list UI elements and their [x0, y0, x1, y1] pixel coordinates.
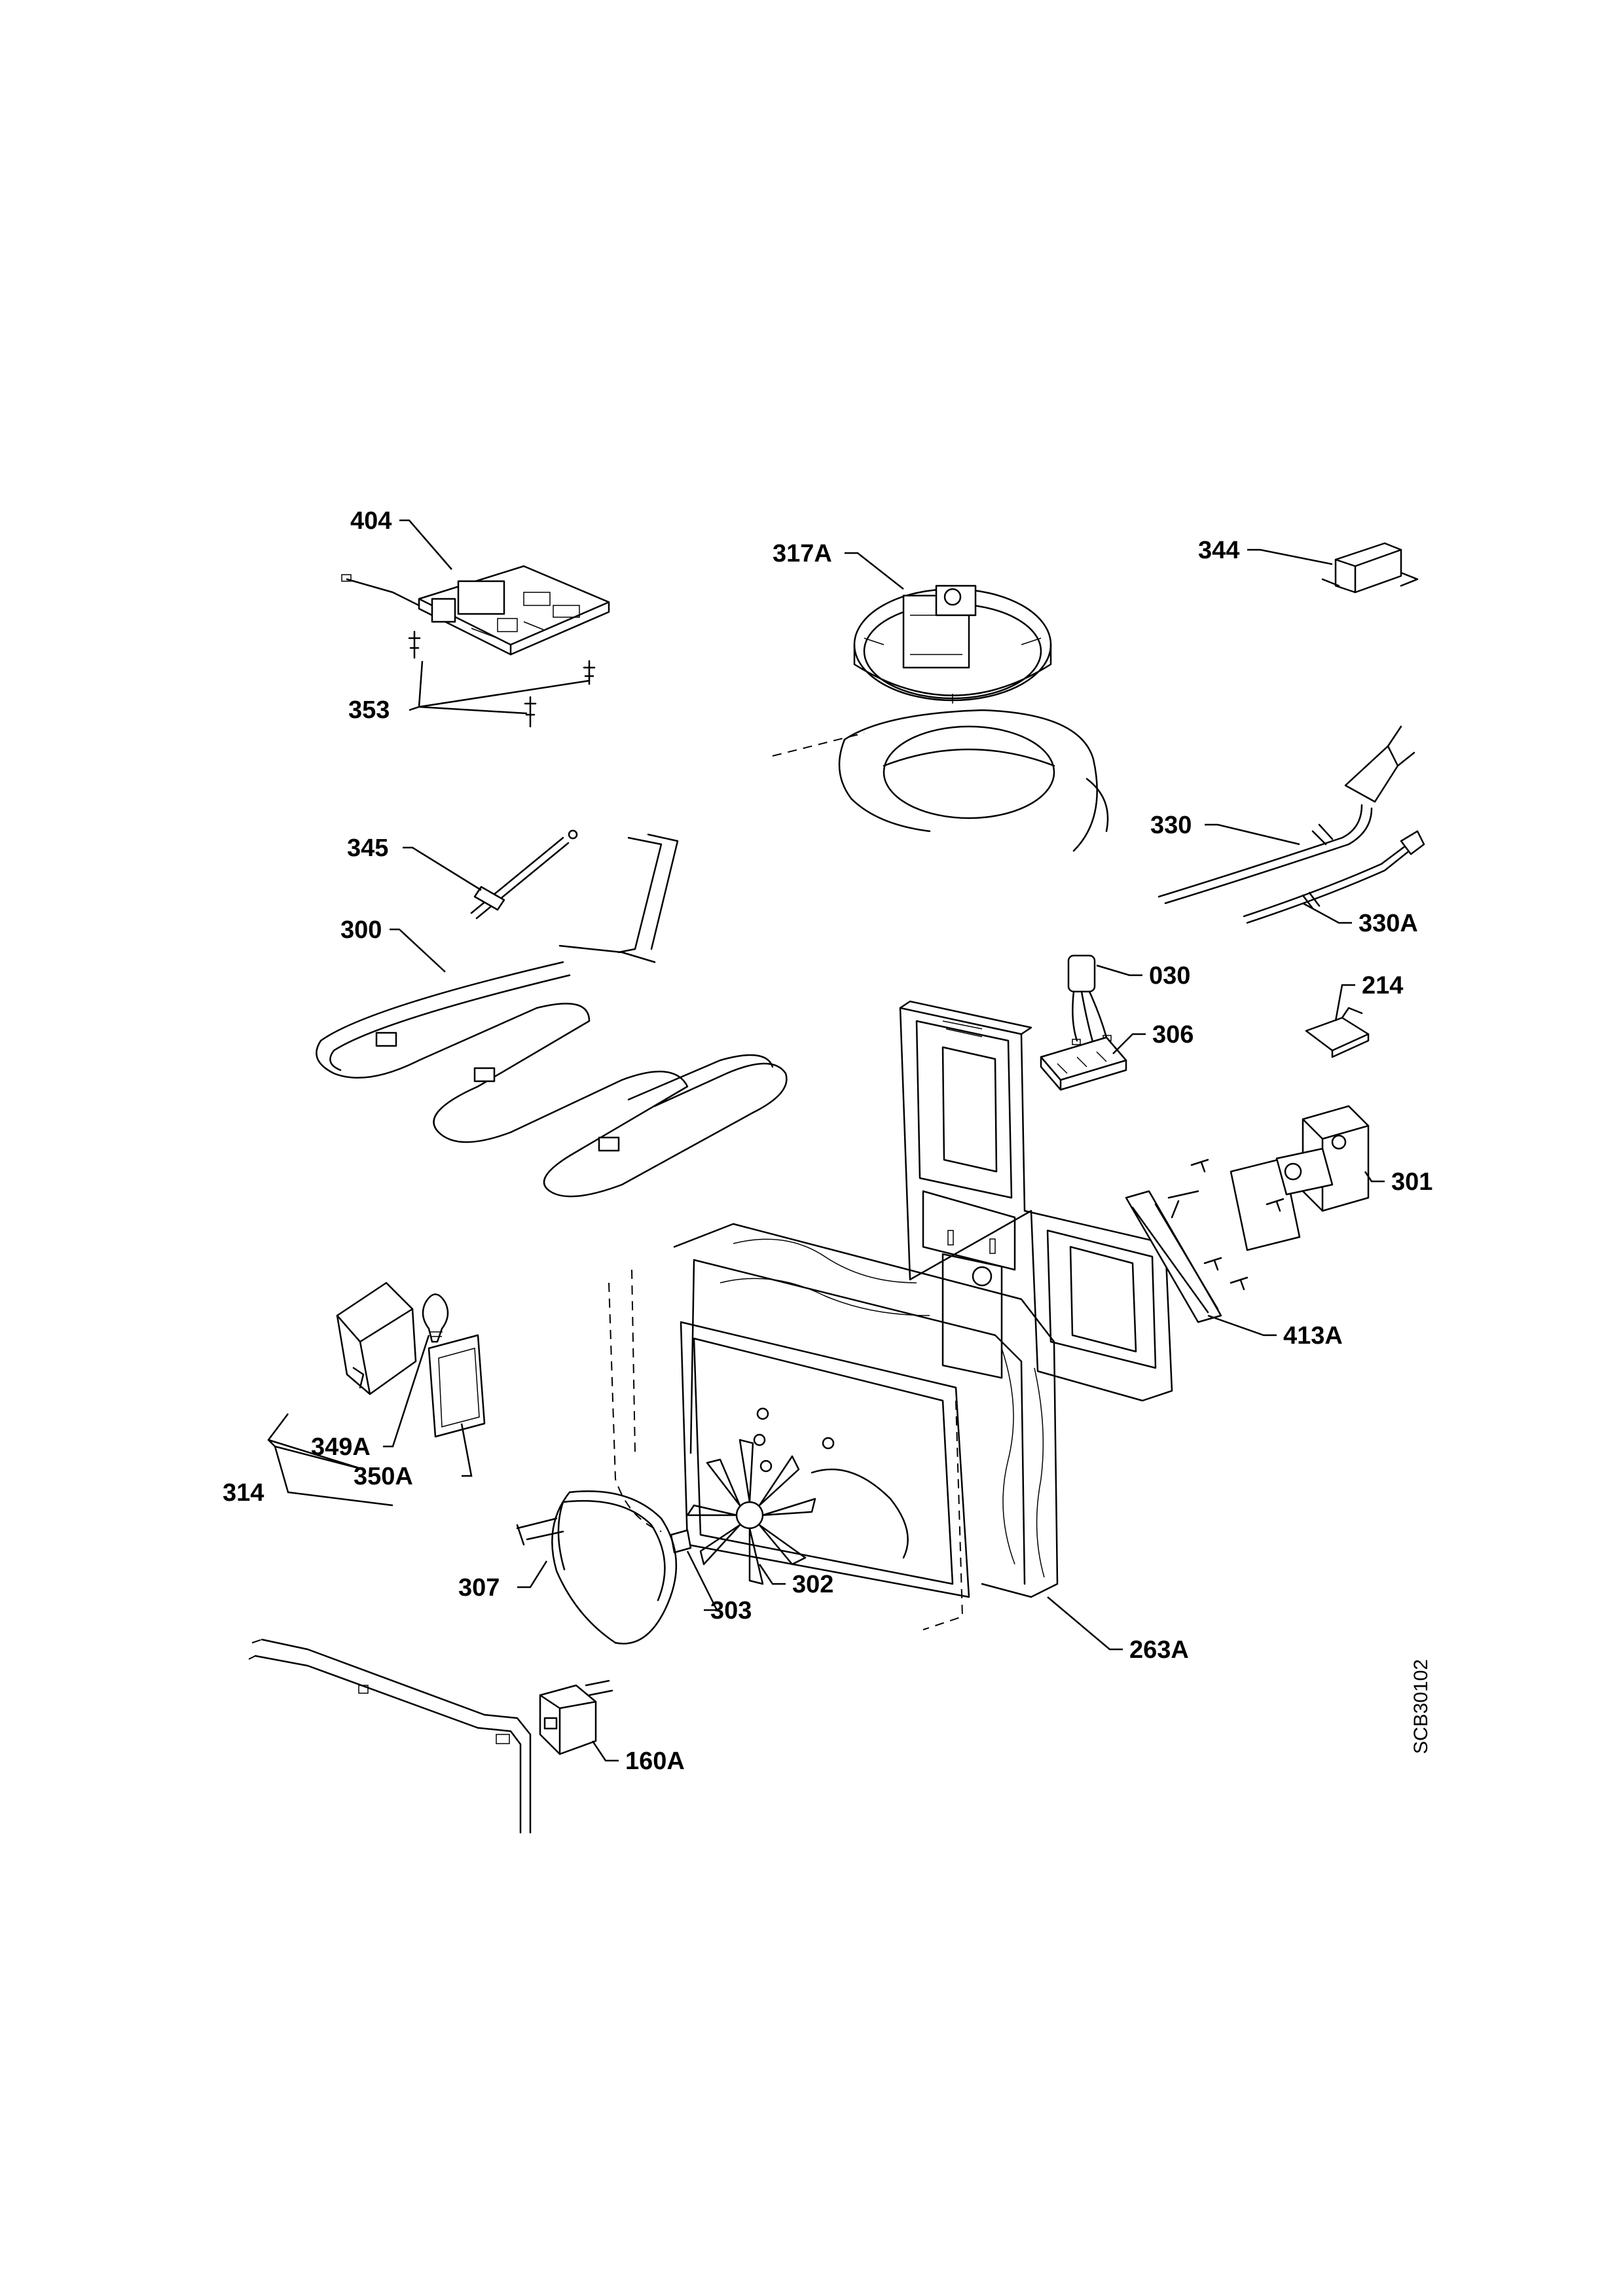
front-frame-part — [248, 1638, 532, 1834]
label-214: 214 — [1362, 972, 1403, 999]
lamp-clip-part — [1305, 1007, 1370, 1058]
label-330: 330 — [1150, 812, 1192, 839]
label-404: 404 — [350, 507, 392, 535]
door-switch-part — [539, 1679, 613, 1755]
label-344: 344 — [1198, 537, 1239, 564]
leader-lines — [267, 519, 1385, 1762]
circular-element-part — [516, 1490, 678, 1645]
heating-element-part — [316, 833, 788, 1198]
lamp-assembly-part — [336, 1282, 486, 1438]
secondary-cable-part — [1243, 830, 1425, 924]
label-300: 300 — [340, 916, 382, 944]
label-301: 301 — [1391, 1168, 1432, 1196]
back-panel-part — [899, 1000, 1173, 1402]
part-number-labels: 404 317A 344 353 345 330 330A 300 030 21… — [223, 507, 1432, 1775]
label-314: 314 — [223, 1479, 264, 1507]
cooling-fan-motor-part — [1275, 1105, 1370, 1212]
label-353: 353 — [348, 696, 390, 724]
label-350A: 350A — [354, 1463, 413, 1490]
drawing-reference: SCB30102 — [1410, 1659, 1432, 1754]
label-413A: 413A — [1283, 1322, 1343, 1350]
fan-blade-part — [686, 1439, 816, 1585]
fan-motor-part — [853, 584, 1052, 704]
label-307: 307 — [458, 1574, 500, 1602]
label-302: 302 — [792, 1571, 833, 1598]
mains-cable-part — [1158, 725, 1415, 905]
board-spacers-part — [408, 630, 596, 728]
fan-housing-part — [772, 709, 1109, 852]
label-317A: 317A — [773, 540, 832, 567]
label-030: 030 — [1149, 962, 1190, 990]
capacitor-part — [1067, 954, 1112, 1048]
label-349A: 349A — [311, 1433, 371, 1461]
label-306: 306 — [1152, 1021, 1194, 1049]
label-330A: 330A — [1359, 910, 1418, 937]
probe-sensor-part — [470, 829, 578, 920]
control-board-part — [341, 565, 610, 656]
thermal-cutout-part — [1321, 542, 1419, 594]
label-160A: 160A — [625, 1748, 685, 1775]
label-303: 303 — [710, 1597, 752, 1624]
label-263A: 263A — [1129, 1636, 1189, 1664]
terminal-block-part — [1040, 1036, 1127, 1091]
label-345: 345 — [347, 834, 388, 862]
